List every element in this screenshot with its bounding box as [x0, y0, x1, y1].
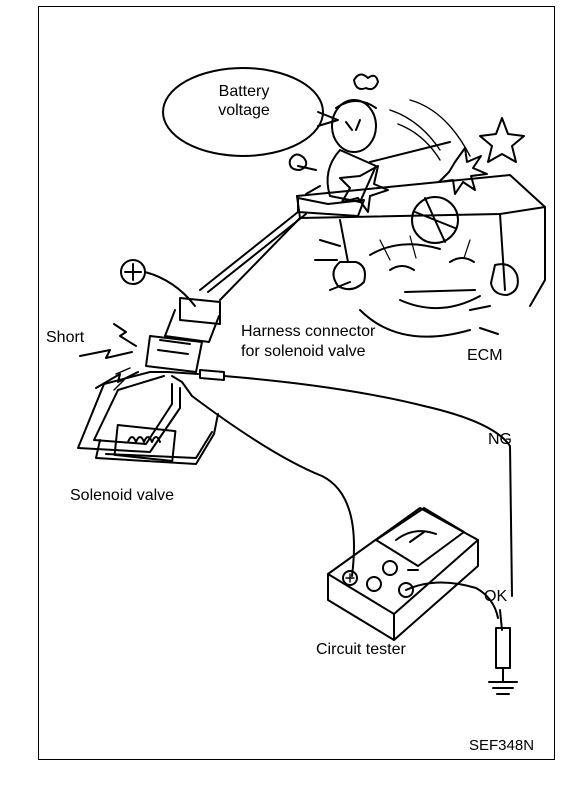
battery-voltage-label: Battery voltage	[197, 82, 291, 120]
ecm-box	[296, 174, 546, 307]
solenoid-valve	[77, 371, 219, 465]
solenoid-valve-label: Solenoid valve	[70, 487, 175, 504]
ng-label: NG	[488, 431, 512, 448]
battery-plus-symbol	[120, 259, 196, 307]
tester-probe-lead-ng	[149, 369, 513, 597]
spark-stars	[438, 117, 525, 195]
circuit-tester	[327, 507, 499, 641]
figure-frame	[38, 6, 555, 760]
ok-label: OK	[484, 588, 508, 605]
speech-bubble	[162, 67, 339, 157]
ecm-face-character	[314, 196, 519, 338]
short-lightning	[79, 323, 139, 391]
figure-code-label: SEF348N	[469, 737, 535, 754]
ecm-label: ECM	[467, 347, 503, 364]
circuit-tester-label: Circuit tester	[316, 641, 406, 658]
battery-voltage-line2: voltage	[218, 102, 270, 119]
battery-voltage-line1: Battery	[218, 83, 270, 100]
tester-lead-black	[171, 375, 355, 577]
short-label: Short	[46, 329, 85, 346]
harness-connector	[145, 297, 221, 373]
ground-probe	[488, 609, 518, 695]
harness-wires	[199, 211, 307, 301]
harness-connector-label-line1: Harness connector	[241, 323, 376, 340]
harness-connector-label-line2: for solenoid valve	[241, 343, 366, 360]
